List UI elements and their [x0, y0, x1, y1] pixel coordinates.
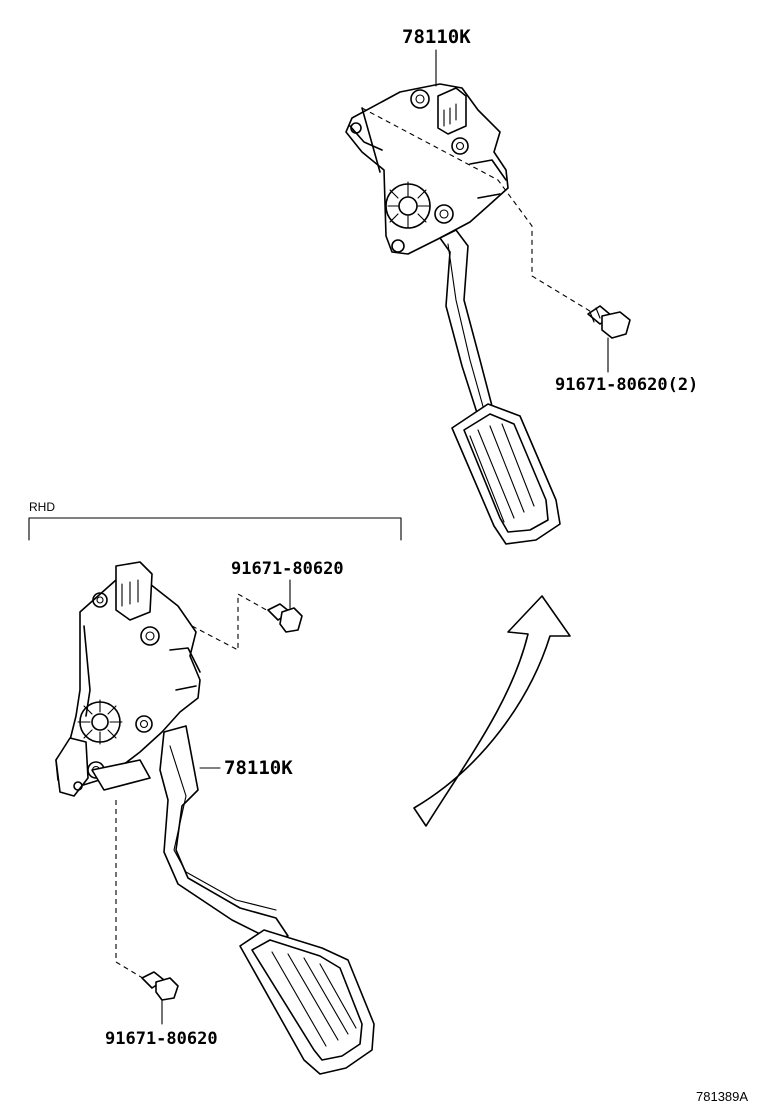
lhd-pedal-housing	[345, 83, 509, 255]
lhd-sensor-rotor	[385, 181, 431, 229]
lhd-bolt	[587, 305, 631, 373]
rhd-top-bolt	[267, 579, 303, 633]
lhd-bolt-part-number: 91671-80620(2)	[555, 375, 698, 395]
lhd-pedal-arm	[439, 229, 493, 417]
rhd-bottom-bolt-part-number: 91671-80620	[105, 1029, 218, 1049]
rhd-pedal-part-number: 78110K	[224, 757, 293, 779]
lhd-pedal-part-number: 78110K	[402, 26, 471, 48]
lhd-sensor-connector	[437, 87, 467, 135]
lhd-pedal-assembly	[345, 49, 609, 545]
region-label-rhd: RHD	[29, 500, 55, 514]
rhd-bottom-bolt	[141, 971, 179, 1025]
orientation-arrow	[413, 595, 571, 827]
lhd-pedal-pad	[451, 403, 561, 545]
rhd-sensor-rotor	[77, 699, 123, 745]
rhd-region-bracket	[28, 517, 402, 541]
rhd-pedal-pad	[239, 929, 375, 1075]
rhd-pedal-arm	[159, 725, 289, 941]
rhd-sensor-connector	[115, 561, 153, 621]
figure-id: 781389A	[696, 1089, 748, 1104]
rhd-top-bolt-part-number: 91671-80620	[231, 559, 344, 579]
rhd-pedal-assembly	[55, 561, 375, 1075]
